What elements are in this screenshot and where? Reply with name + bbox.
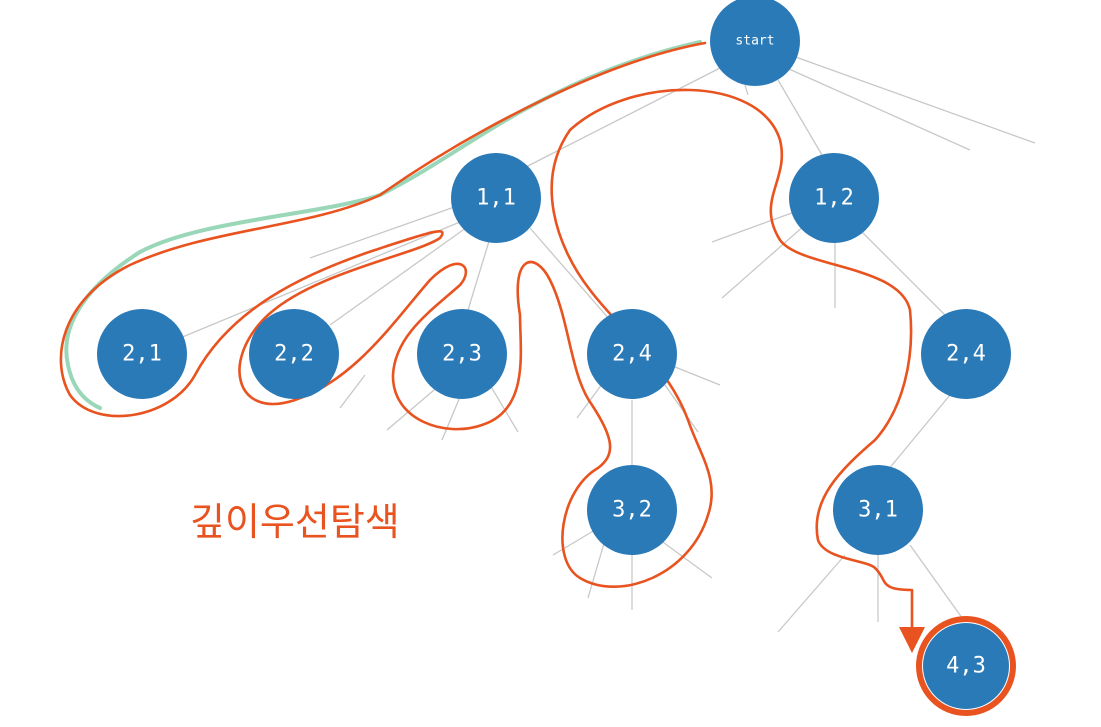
node-3-1: 3,1	[833, 465, 923, 555]
dfs-traversal-path	[59, 41, 925, 653]
node-2-1: 2,1	[97, 309, 187, 399]
node-2-3: 2,3	[417, 309, 507, 399]
node-1-2-label: 1,2	[814, 186, 854, 211]
node-1-1: 1,1	[451, 153, 541, 243]
node-4-3-label: 4,3	[946, 654, 986, 679]
node-2-4-right: 2,4	[921, 309, 1011, 399]
diagram-caption: 깊이우선탐색	[190, 500, 400, 544]
node-2-4-left-label: 2,4	[612, 342, 652, 367]
node-2-2-label: 2,2	[274, 342, 314, 367]
node-3-2-label: 3,2	[612, 498, 652, 523]
node-1-1-label: 1,1	[476, 186, 516, 211]
node-start-label: start	[735, 34, 774, 49]
node-start: start	[710, 0, 800, 86]
stub-edges	[309, 54, 1036, 633]
tree-edges	[179, 67, 966, 623]
node-2-2: 2,2	[249, 309, 339, 399]
node-1-2: 1,2	[789, 153, 879, 243]
node-2-1-label: 2,1	[122, 342, 162, 367]
node-4-3-goal: 4,3	[916, 616, 1016, 716]
node-3-1-label: 3,1	[858, 498, 898, 523]
node-2-3-label: 2,3	[442, 342, 482, 367]
node-2-4-right-label: 2,4	[946, 342, 986, 367]
node-3-2: 3,2	[587, 465, 677, 555]
node-2-4-left: 2,4	[587, 309, 677, 399]
